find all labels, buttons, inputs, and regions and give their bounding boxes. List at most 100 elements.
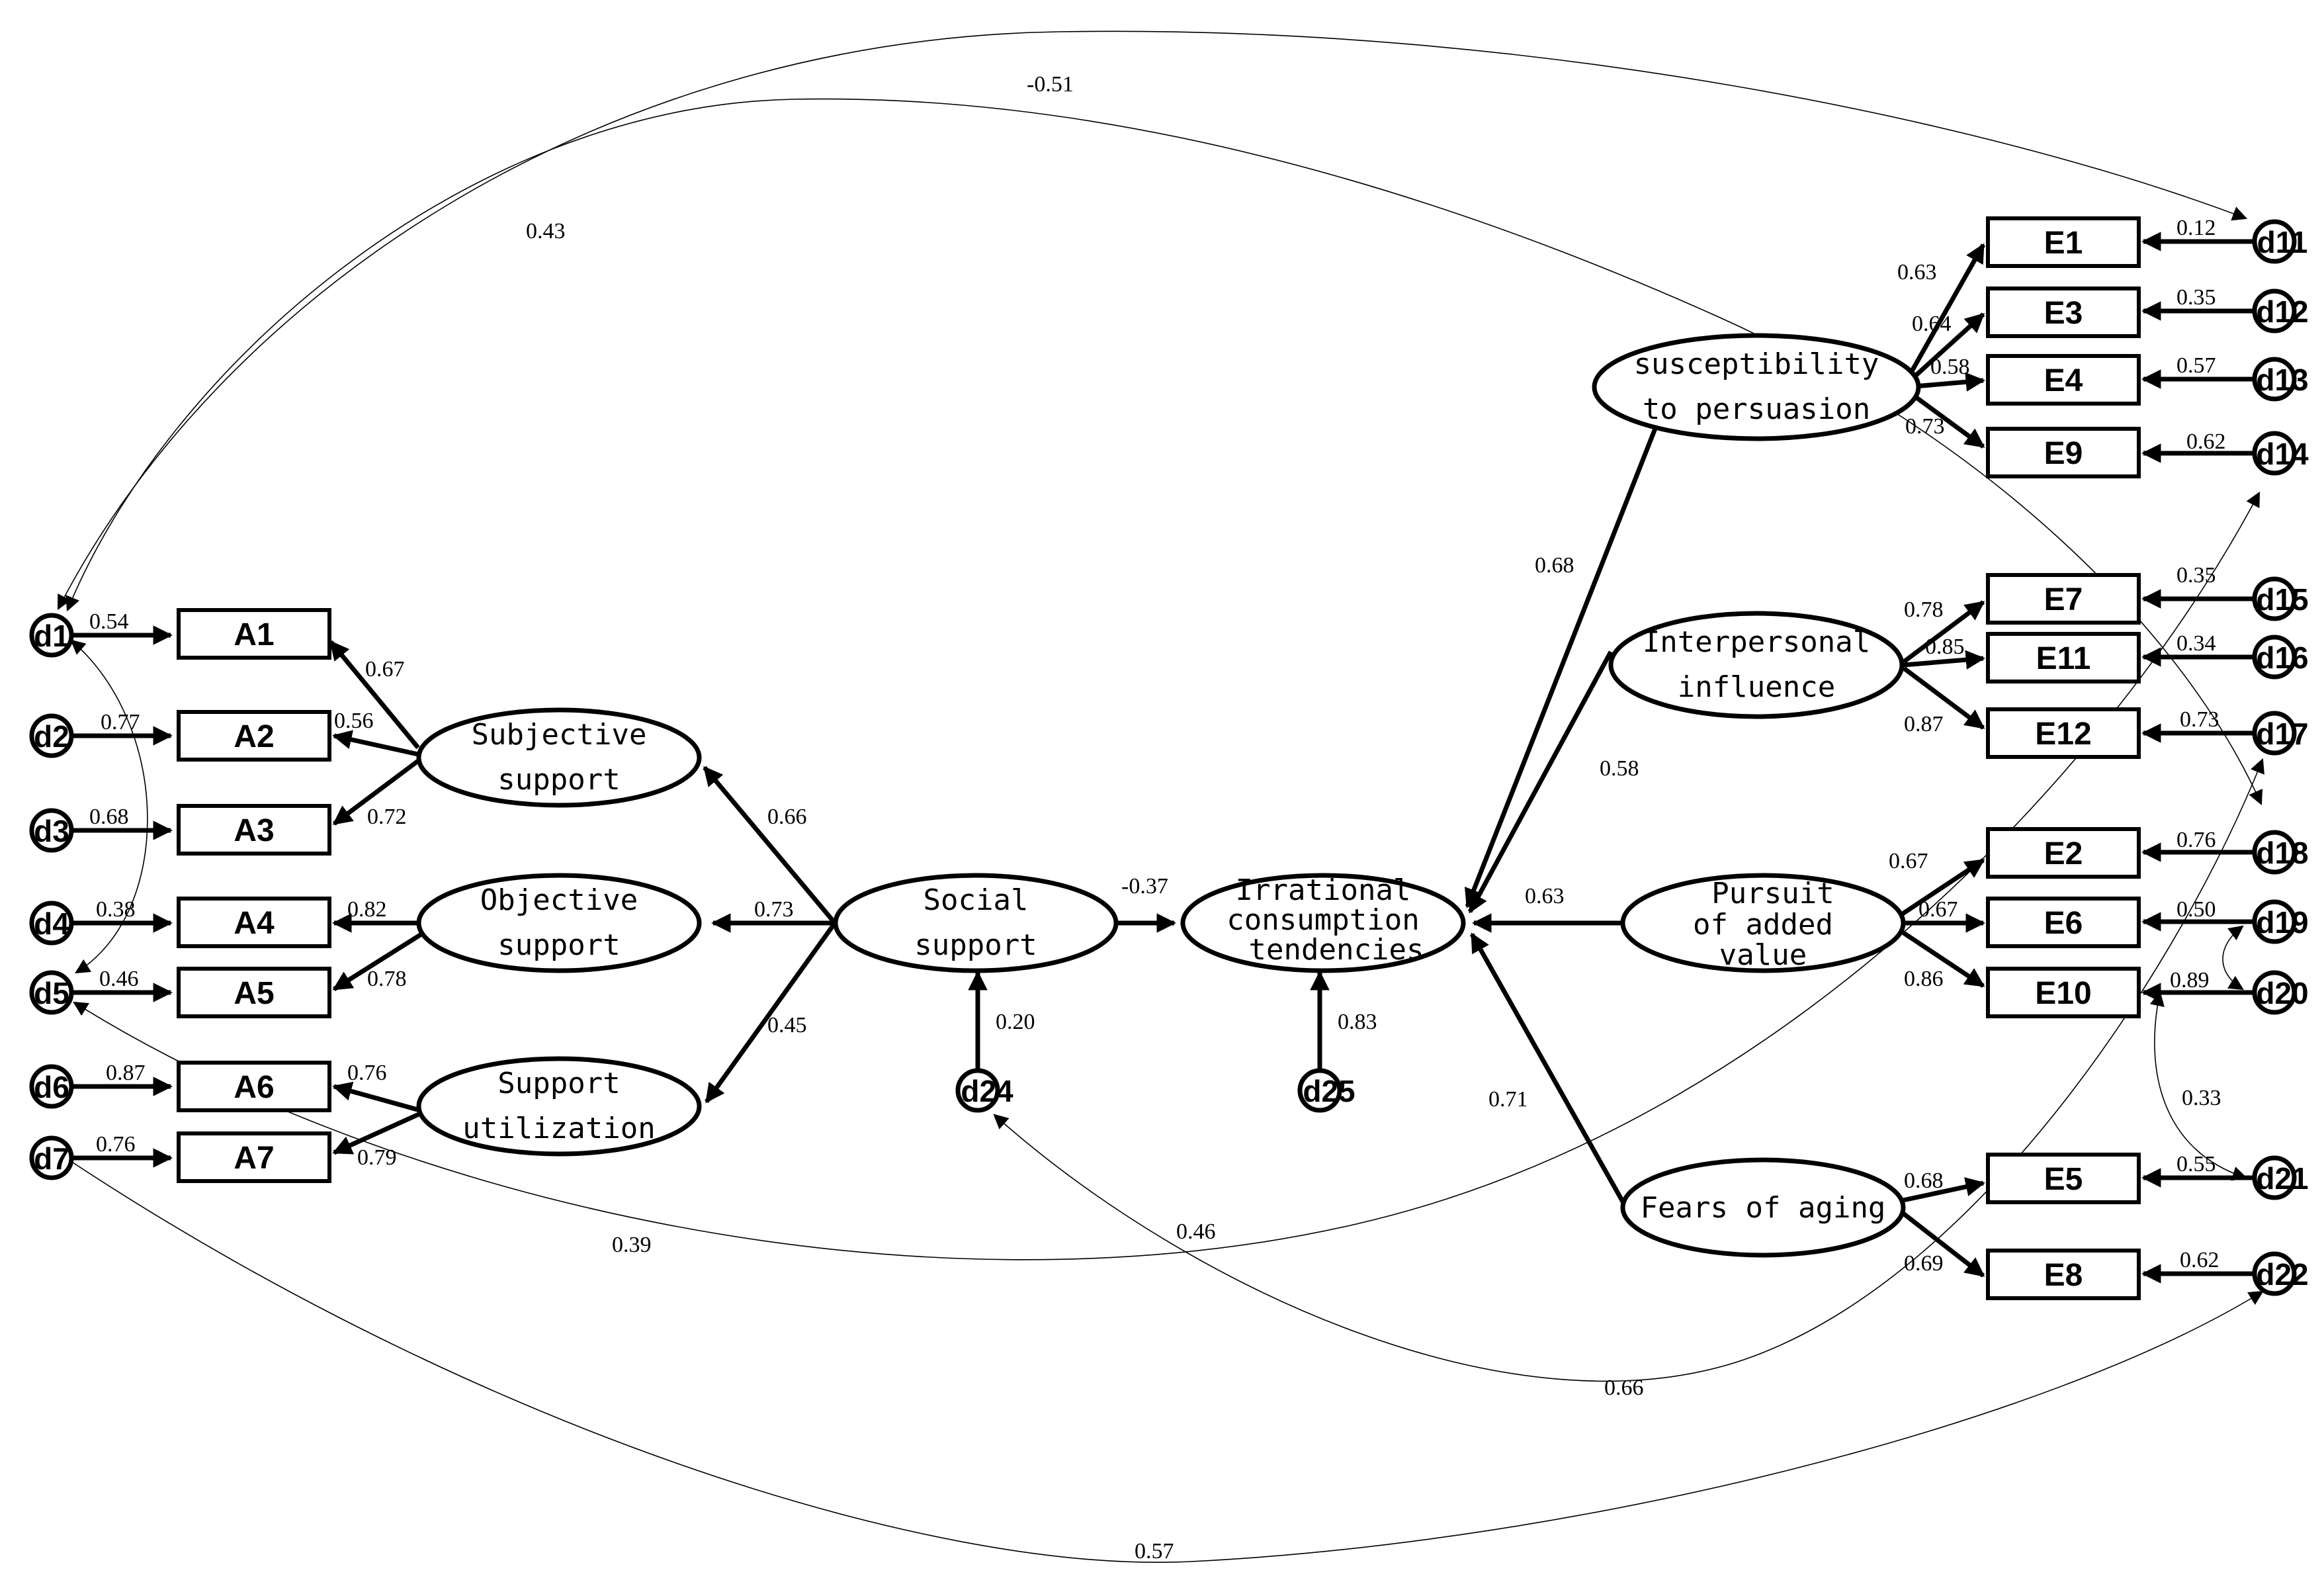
error-label-d6: d6 [34,1070,69,1104]
cov-d1-d5 [70,639,148,974]
coef-int-E12: 0.87 [1904,712,1944,736]
arrow-soc-util [705,921,837,1104]
error-label-d18: d18 [2256,836,2308,870]
coef-d19-E6: 0.50 [2176,897,2216,922]
latent-pursuit-line3: value [1719,938,1807,972]
coef-d14-E9: 0.62 [2186,429,2226,454]
arrow-int-E7 [1902,600,1985,664]
coef-obj-A4: 0.82 [347,897,387,922]
arrow-sus-E3 [1905,312,1985,386]
arrow-pur-E10 [1897,928,1985,988]
coef-pur-E10: 0.86 [1904,967,1944,991]
error-d22: d22 [2252,1251,2309,1296]
coef-soc-obj: 0.73 [754,897,794,922]
coef-d1-A1: 0.54 [89,609,129,634]
error-label-d20: d20 [2256,976,2308,1010]
arrow-sus-irr [1465,422,1660,908]
box-E6: E6 [1986,897,2141,948]
arrow-int-E12 [1902,666,1985,730]
coef-sub-A2: 0.56 [334,709,374,733]
label-A7: A7 [234,1141,274,1176]
box-A3: A3 [177,804,331,856]
latent-interpersonal-line1: Interpersonal [1643,625,1870,659]
coef-int-E11: 0.85 [1925,635,1965,659]
latent-pursuit-line1: Pursuit [1711,877,1834,910]
box-E8: E8 [1986,1249,2141,1300]
error-d1: d1 [29,613,74,658]
coef-int-E7: 0.78 [1904,597,1944,622]
cov-d1-d18 [65,98,2263,806]
box-E10: E10 [1986,967,2141,1018]
latent-social-support: Social support [833,873,1119,973]
coef-sus-E3: 0.64 [1912,312,1952,336]
label-E2: E2 [2044,836,2083,871]
coef-sub-A1: 0.67 [365,657,405,682]
box-E1: E1 [1986,216,2141,268]
error-d3: d3 [29,808,74,853]
error-label-d15: d15 [2256,582,2308,617]
coef-int-irr: 0.58 [1600,756,1639,781]
box-A2: A2 [177,710,331,762]
error-d14: d14 [2252,431,2309,476]
coef-obj-A5: 0.78 [367,967,407,991]
coef-fear-E8: 0.69 [1904,1251,1944,1276]
box-E4: E4 [1986,354,2141,406]
arrow-sub-A3 [332,759,420,826]
arrow-fear-irr [1469,932,1629,1209]
box-A6: A6 [177,1061,331,1112]
box-E11: E11 [1986,632,2141,684]
coef-pur-irr: 0.63 [1525,884,1565,908]
error-label-d25: d25 [1303,1074,1355,1108]
coef-d18-E2: 0.76 [2176,828,2216,852]
error-d12: d12 [2252,288,2309,333]
error-label-d12: d12 [2256,294,2308,329]
box-A5: A5 [177,967,331,1018]
arrow-fear-E5 [1899,1177,1985,1204]
latent-susceptibility: susceptibility to persuasion [1592,333,1921,441]
error-d17: d17 [2252,711,2309,756]
latent-subjective-line2: support [497,763,620,797]
coef-sus-E4: 0.58 [1930,355,1970,379]
coef-pur-E6: 0.67 [1918,897,1958,922]
box-E12: E12 [1986,707,2141,759]
coef-d21-E5: 0.55 [2176,1152,2216,1176]
cov-d20-d21 [2149,991,2248,1181]
coef-fear-irr: 0.71 [1488,1087,1528,1112]
latent-interpersonal-influence: Interpersonal influence [1608,611,1905,719]
latent-utilization-line2: utilization [462,1112,655,1145]
coef-d7-A7: 0.76 [96,1132,136,1157]
latent-subjective-line1: Subjective [472,718,647,752]
box-E5: E5 [1986,1153,2141,1204]
coef-d3-A3: 0.68 [89,805,129,829]
arrow-util-A6 [332,1081,425,1114]
coef-cov-d7-d22: 0.57 [1135,1539,1174,1564]
box-E7: E7 [1986,573,2141,625]
coef-d6-A6: 0.87 [106,1061,146,1085]
error-d11: d11 [2252,219,2307,264]
coef-soc-irr: -0.37 [1121,874,1168,899]
error-d2: d2 [29,713,74,758]
label-A3: A3 [234,813,274,848]
latent-pursuit-added-value: Pursuit of added value [1620,873,1906,973]
error-d25: d25 [1297,1068,1356,1113]
coef-d25-irr: 0.83 [1338,1010,1377,1034]
error-label-d24: d24 [961,1074,1013,1108]
label-E10: E10 [2035,976,2091,1011]
error-d16: d16 [2252,635,2309,680]
error-label-d1: d1 [34,619,69,653]
coef-sub-A3: 0.72 [367,805,407,829]
label-E8: E8 [2044,1258,2083,1293]
error-label-d4: d4 [34,906,69,941]
coef-cov-d20-d21: 0.33 [2182,1086,2221,1110]
box-A1: A1 [177,608,331,660]
coef-d13-E4: 0.57 [2176,353,2216,378]
arrow-obj-A5 [332,931,425,991]
latent-irrational-consumption: Irrational consumption tendencies [1180,873,1466,973]
error-label-d13: d13 [2256,363,2308,397]
latent-objective-line2: support [497,928,620,962]
label-E12: E12 [2035,717,2091,752]
latent-variables: Subjective support Objective support Sup… [416,333,1921,1258]
error-d5: d5 [29,970,74,1015]
coef-d20-E10: 0.89 [2170,968,2210,992]
